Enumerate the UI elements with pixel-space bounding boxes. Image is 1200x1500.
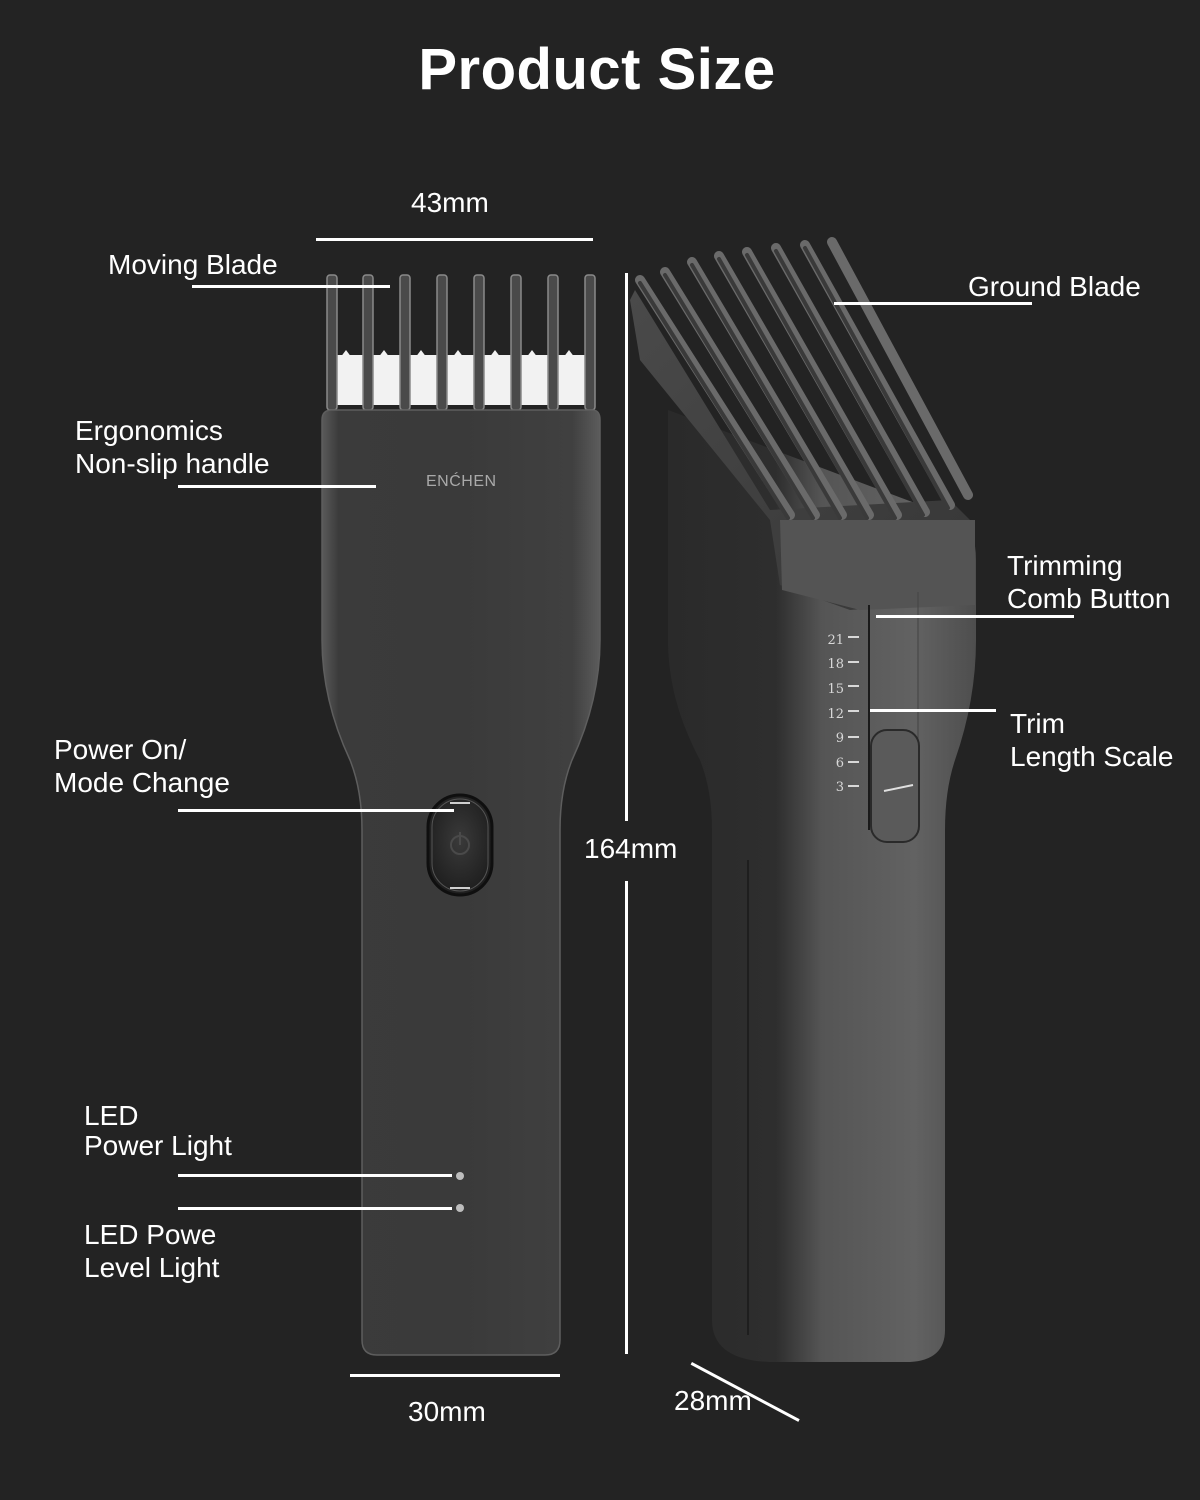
- callout-ergonomics-line2: Non-slip handle: [75, 448, 270, 479]
- scale-value: 9: [835, 731, 844, 746]
- callout-trimming-line2: Comb Button: [1007, 583, 1171, 614]
- callout-ground-blade: Ground Blade: [968, 271, 1141, 302]
- dimension-line-height-upper: [625, 273, 628, 821]
- scale-value: 21: [827, 633, 844, 648]
- callout-ergonomics-line1: Ergonomics: [75, 415, 223, 446]
- leader-line-trimming: [876, 615, 1074, 618]
- front-view-clipper: [321, 274, 601, 1356]
- leader-line-power: [178, 809, 454, 812]
- callout-moving-blade: Moving Blade: [108, 249, 278, 280]
- led-power-indicator: [456, 1172, 464, 1180]
- scale-value: 3: [835, 780, 844, 795]
- scale-tick: [848, 661, 859, 663]
- dimension-line-width-bottom: [350, 1374, 560, 1377]
- callout-trimming-line1: Trimming: [1007, 550, 1123, 581]
- scale-value: 18: [827, 657, 844, 672]
- dimension-line-width-top: [316, 238, 593, 241]
- scale-tick: [848, 736, 859, 738]
- leader-line-ergonomics: [178, 485, 376, 488]
- dimension-line-height-lower: [625, 881, 628, 1354]
- callout-trim-scale-line2: Length Scale: [1010, 741, 1174, 772]
- callout-power-line2: Mode Change: [54, 767, 230, 798]
- page-title: Product Size: [418, 37, 776, 102]
- dimension-width-top: 43mm: [411, 187, 489, 218]
- scale-tick: [848, 785, 859, 787]
- dimension-height: 164mm: [584, 833, 678, 864]
- callout-led-power-line1: LED: [84, 1100, 139, 1131]
- brand-logo: ENĆHEN: [426, 473, 497, 490]
- scale-value: 12: [827, 707, 844, 722]
- leader-line-led-level: [178, 1207, 452, 1210]
- callout-led-level-line2: Level Light: [84, 1252, 220, 1283]
- leader-line-ground-blade: [834, 302, 1032, 305]
- scale-tick: [848, 685, 859, 687]
- scale-value: 15: [827, 682, 844, 697]
- callout-led-level-line1: LED Powe: [84, 1219, 217, 1250]
- callout-power-line1: Power On/: [54, 734, 187, 765]
- callout-led-power-line2: Power Light: [84, 1130, 232, 1161]
- callout-trim-scale-line1: Trim: [1010, 708, 1065, 739]
- scale-tick: [848, 636, 859, 638]
- led-level-indicator: [456, 1204, 464, 1212]
- scale-tick: [848, 761, 859, 763]
- side-handle-body: [668, 410, 976, 1362]
- side-view-clipper: [630, 237, 976, 1362]
- dimension-depth: 28mm: [674, 1385, 752, 1416]
- trimming-comb-slider-shape: [870, 729, 920, 843]
- dimension-width-bottom: 30mm: [408, 1396, 486, 1427]
- leader-line-led-power: [178, 1174, 452, 1177]
- leader-line-moving-blade: [192, 285, 390, 288]
- scale-value: 6: [835, 756, 844, 771]
- leader-line-trim-scale: [870, 709, 996, 712]
- scale-tick: [848, 710, 859, 712]
